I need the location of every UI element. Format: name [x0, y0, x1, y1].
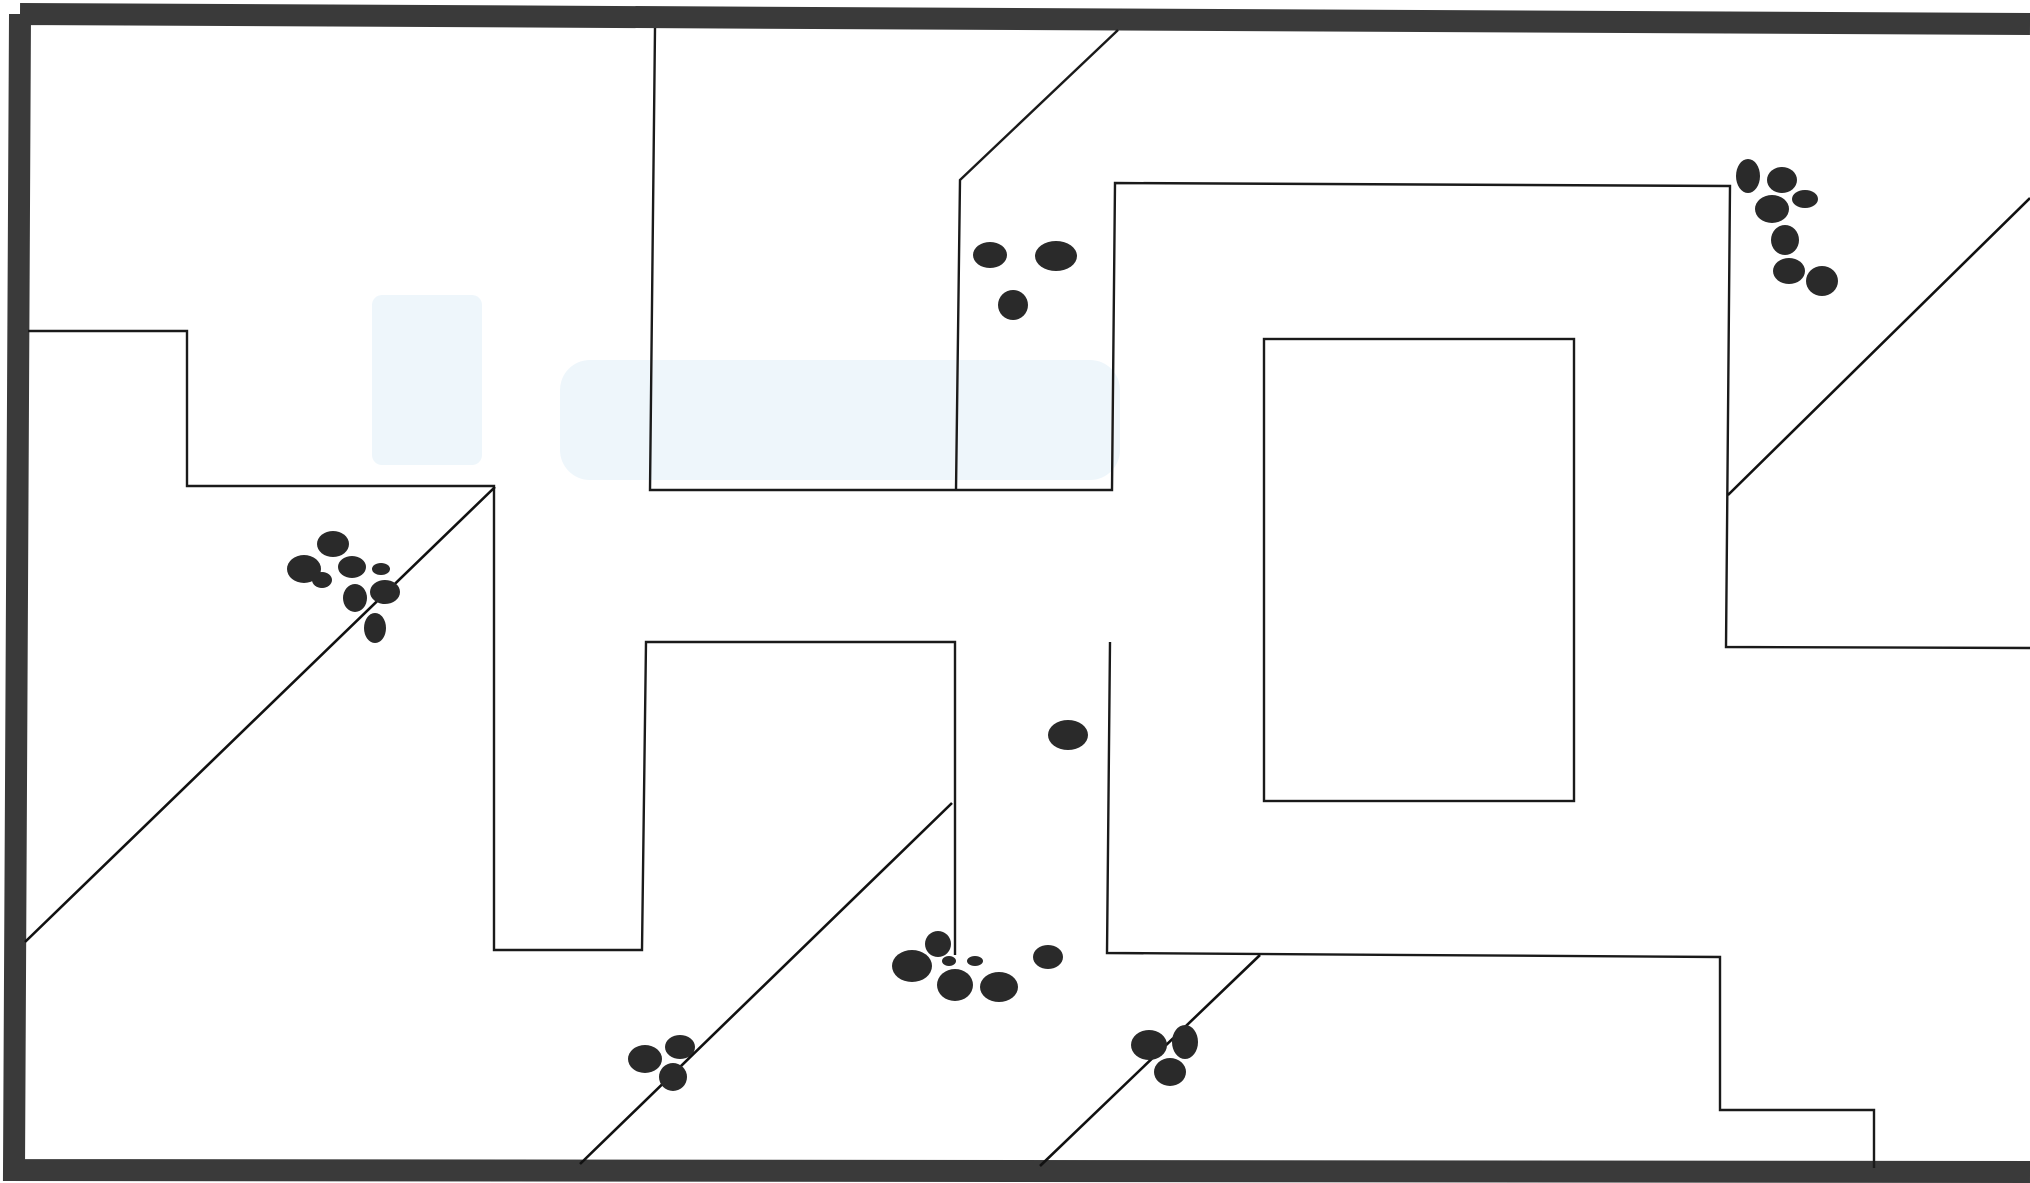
- wall-lower-right: [1107, 642, 1874, 1168]
- diagonal-bottom-left: [580, 803, 952, 1164]
- rocks-lower-center-single[interactable]: [1033, 945, 1063, 969]
- wall-center-island: [1264, 339, 1574, 801]
- rocks-center-lone[interactable]: [1048, 720, 1088, 750]
- rocks-top-center-corridor[interactable]: [973, 241, 1077, 320]
- diagonal-left: [25, 487, 495, 942]
- rocks-upper-left-corridor[interactable]: [287, 531, 400, 643]
- diagonal-bottom-center: [1040, 955, 1260, 1166]
- rocks-top-right-corner[interactable]: [1736, 159, 1838, 296]
- scan-smudges: [372, 295, 1120, 480]
- maze-walls: [28, 28, 2030, 1168]
- rocks-bottom-center-diagonal[interactable]: [1131, 1025, 1198, 1086]
